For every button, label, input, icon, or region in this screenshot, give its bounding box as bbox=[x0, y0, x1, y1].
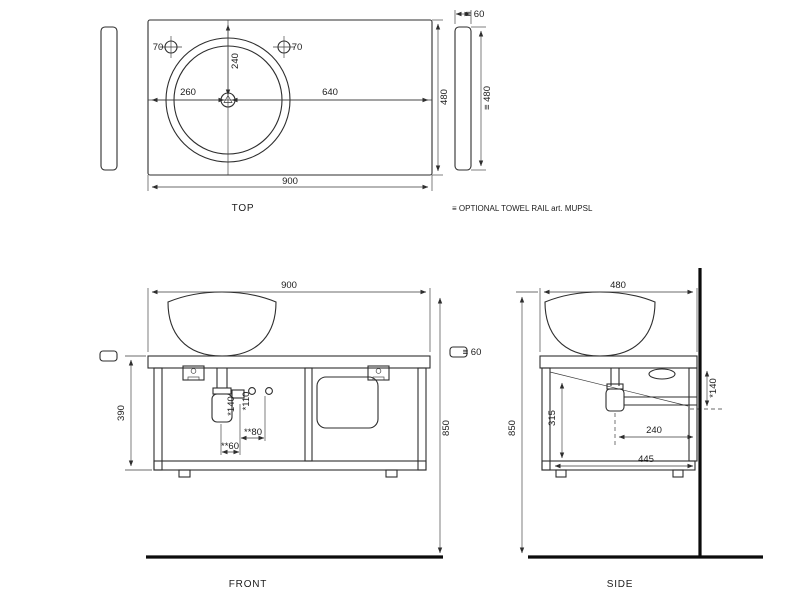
front-countertop bbox=[147, 355, 431, 369]
dim-tap-hole-left: 70 bbox=[153, 42, 164, 53]
dim-side-install-height: 850 bbox=[507, 420, 518, 436]
side-basin-bowl bbox=[544, 291, 656, 357]
dim-basin-to-right: 640 bbox=[322, 87, 338, 98]
side-view: 480 850 *140 315 2 bbox=[507, 268, 763, 590]
side-bottom-rail bbox=[541, 460, 696, 471]
dim-drain-height-2: *140 bbox=[226, 396, 237, 416]
basin-drain-symbol bbox=[223, 94, 233, 103]
towel-rail-bracket-slot bbox=[648, 368, 676, 380]
frame-divider bbox=[304, 367, 313, 462]
front-rail-left-profile bbox=[99, 350, 118, 362]
top-towel-rail-right bbox=[454, 26, 472, 171]
dim-front-install-height: 850 bbox=[441, 420, 452, 436]
dim-outlet-from-wall: 240 bbox=[646, 425, 662, 436]
dim-inner-height: 315 bbox=[547, 410, 558, 426]
open-shelf bbox=[316, 376, 379, 429]
view-label-side: SIDE bbox=[607, 579, 634, 590]
frame-bottom-rail bbox=[153, 460, 427, 471]
dim-drain-offset-1: **80 bbox=[244, 427, 262, 438]
towel-rail-note: ≡ OPTIONAL TOWEL RAIL art. MUPSL bbox=[452, 204, 593, 213]
front-rail-right-profile bbox=[449, 346, 468, 358]
dim-basin-from-back: 240 bbox=[230, 53, 241, 69]
dim-front-rail-offset: ≡ 60 bbox=[463, 347, 482, 358]
dim-drain-height-1: *110 bbox=[241, 392, 252, 411]
dim-outlet-height: *140 bbox=[708, 378, 719, 398]
dim-cabinet-depth: 445 bbox=[638, 454, 654, 465]
foot-right bbox=[385, 469, 398, 478]
frame-left-rail bbox=[153, 367, 163, 471]
dim-cabinet-height: 390 bbox=[116, 405, 127, 421]
side-trap bbox=[605, 368, 697, 448]
view-label-front: FRONT bbox=[229, 579, 267, 590]
dim-rail-length: ≡ 480 bbox=[482, 86, 493, 110]
front-basin-bowl bbox=[167, 291, 277, 357]
frame-right-rail bbox=[417, 367, 427, 471]
dim-top-width: 900 bbox=[282, 176, 298, 187]
dim-side-depth: 480 bbox=[610, 280, 626, 291]
side-foot-back bbox=[672, 469, 684, 478]
supply-hole-1 bbox=[248, 387, 256, 395]
top-view: 70 70 240 260 640 480 900 ≡ 60 ≡ 480 TOP… bbox=[100, 9, 593, 214]
dim-basin-from-left: 260 bbox=[180, 87, 196, 98]
side-countertop bbox=[539, 355, 698, 369]
dim-top-depth: 480 bbox=[439, 89, 450, 105]
top-towel-rail-left bbox=[100, 26, 118, 171]
dim-rail-thickness: ≡ 60 bbox=[466, 9, 485, 20]
front-trap bbox=[211, 368, 273, 423]
dim-tap-hole-right: 70 bbox=[292, 42, 303, 53]
side-back-rail bbox=[688, 367, 698, 462]
side-foot-front bbox=[555, 469, 567, 478]
dim-drain-offset-2: **60 bbox=[221, 441, 239, 452]
view-label-top: TOP bbox=[232, 203, 255, 214]
front-view: 900 ≡ 60 *110 *140 bbox=[99, 280, 482, 590]
supply-hole-2 bbox=[265, 387, 273, 395]
top-counter-outline bbox=[147, 19, 433, 176]
foot-left bbox=[178, 469, 191, 478]
dim-front-width: 900 bbox=[281, 280, 297, 291]
